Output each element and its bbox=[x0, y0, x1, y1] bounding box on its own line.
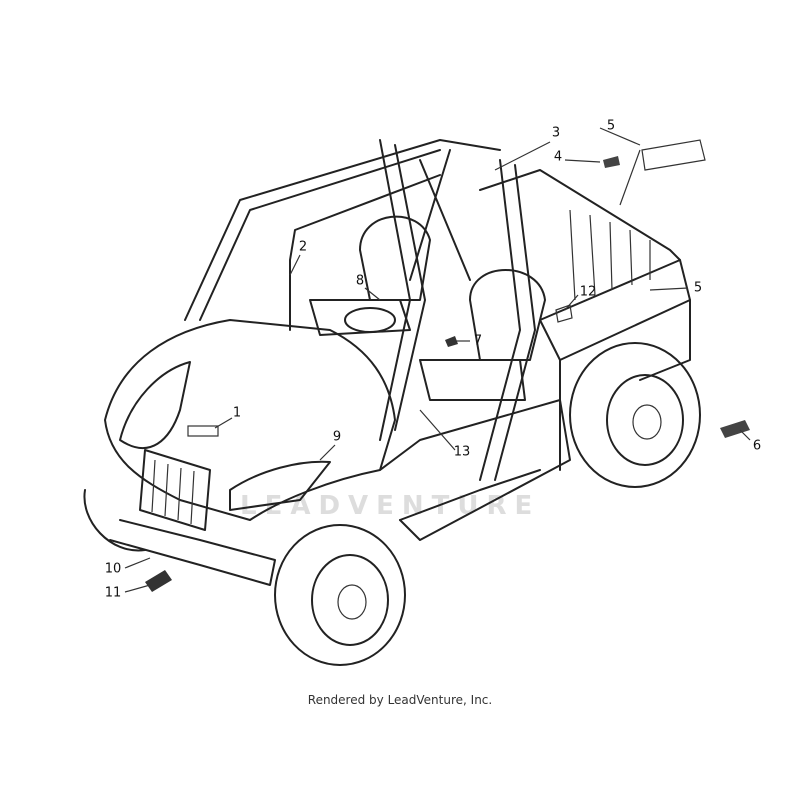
callout-5-top[interactable]: 5 bbox=[606, 118, 616, 134]
callout-8[interactable]: 8 bbox=[355, 273, 365, 289]
caption: Rendered by LeadVenture, Inc. bbox=[307, 693, 493, 707]
callout-12[interactable]: 12 bbox=[579, 284, 597, 300]
callout-7[interactable]: 7 bbox=[473, 333, 483, 349]
callout-1[interactable]: 1 bbox=[232, 405, 242, 421]
callout-10[interactable]: 10 bbox=[104, 561, 122, 577]
callout-4[interactable]: 4 bbox=[553, 149, 563, 165]
decals bbox=[145, 139, 750, 592]
callout-11[interactable]: 11 bbox=[104, 585, 122, 601]
callout-6[interactable]: 6 bbox=[752, 438, 762, 454]
decal-4 bbox=[603, 156, 620, 168]
callout-5-side[interactable]: 5 bbox=[693, 280, 703, 296]
wheels bbox=[83, 342, 701, 666]
body-outline bbox=[104, 139, 691, 586]
callout-3[interactable]: 3 bbox=[551, 125, 561, 141]
callout-2[interactable]: 2 bbox=[298, 239, 308, 255]
decal-6 bbox=[720, 420, 750, 438]
callout-13[interactable]: 13 bbox=[453, 444, 471, 460]
callout-9[interactable]: 9 bbox=[332, 429, 342, 445]
decal-11 bbox=[145, 570, 172, 592]
leader-lines bbox=[124, 127, 751, 593]
